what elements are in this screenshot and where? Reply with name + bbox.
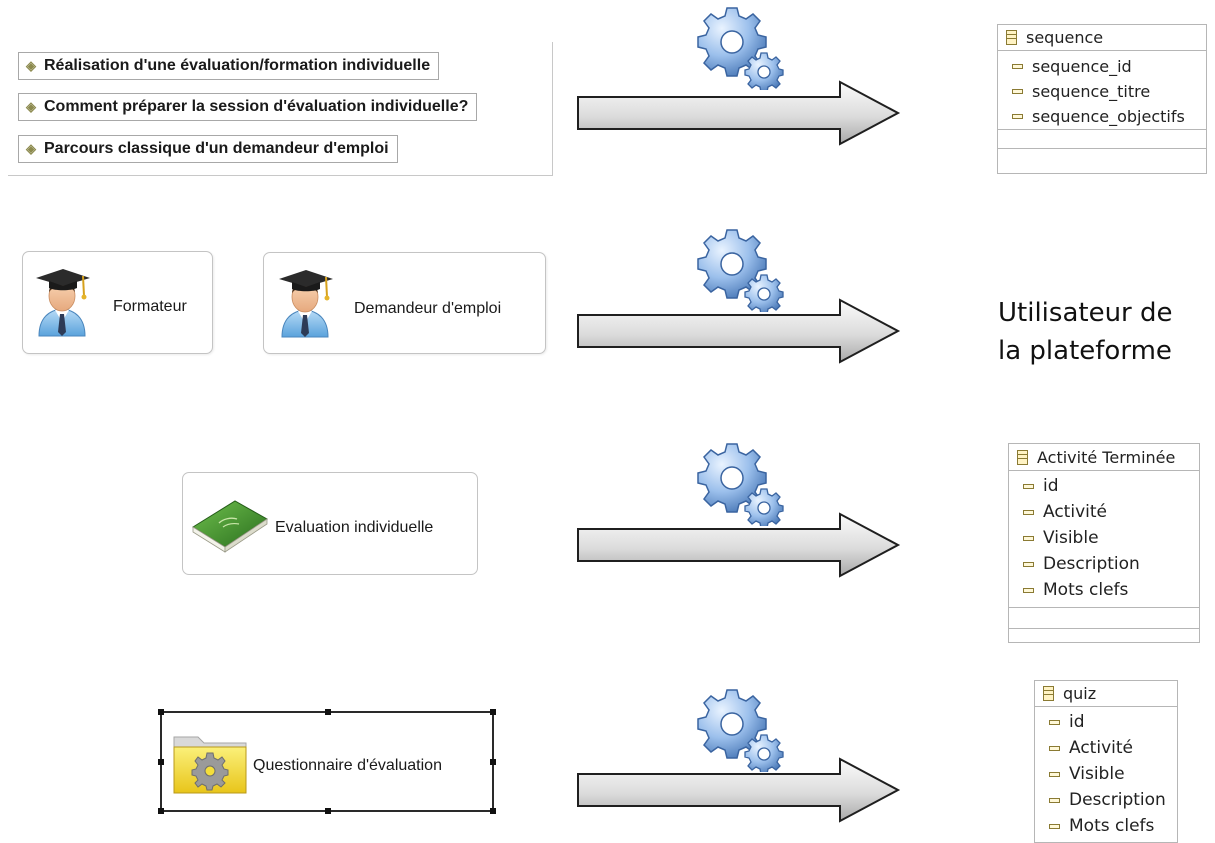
uml-compartment-divider [998,129,1206,148]
uml-attribute-label: id [1069,712,1085,732]
uml-attribute-label: sequence_id [1032,57,1132,76]
attribute-icon [1023,483,1034,489]
resize-handle[interactable] [325,709,331,715]
uml-attribute-label: sequence_objectifs [1032,107,1185,126]
attribute-icon [1023,587,1034,593]
class-icon [1006,30,1017,45]
right-arrow-icon [577,513,899,577]
uml-attribute: id [1009,473,1199,499]
graduate-user-icon [278,269,334,338]
uml-attribute-label: Mots clefs [1043,580,1129,600]
uml-attribute-label: Activité [1069,738,1133,758]
uml-attribute: Visible [1009,525,1199,551]
sequence-item[interactable]: ◈ Réalisation d'une évaluation/formation… [18,52,440,80]
diamond-bullet-icon: ◈ [26,141,36,156]
attribute-icon [1049,771,1060,777]
attribute-icon [1049,745,1060,751]
attribute-icon [1012,114,1023,119]
target-label-utilisateur: Utilisateur de la plateforme [998,294,1173,370]
uml-attribute: id [1035,709,1177,735]
uml-class-activite-terminee[interactable]: Activité Terminée id Activité Visible De… [1008,443,1200,643]
uml-attribute: Mots clefs [1035,813,1177,839]
uml-attribute: Description [1035,787,1177,813]
resize-handle[interactable] [490,709,496,715]
sequence-item-label: Réalisation d'une évaluation/formation i… [44,57,431,74]
gears-icon [697,7,784,90]
green-book-icon [192,500,268,553]
uml-attribute: sequence_id [998,54,1206,79]
class-icon [1017,449,1028,465]
uml-attribute-label: id [1043,476,1059,496]
sequence-item[interactable]: ◈ Comment préparer la session d'évaluati… [18,93,478,121]
attribute-icon [1049,823,1060,829]
right-arrow-icon [577,81,899,145]
sequence-item[interactable]: ◈ Parcours classique d'un demandeur d'em… [18,135,398,163]
uml-attribute: Mots clefs [1009,577,1199,603]
uml-attribute: Visible [1035,761,1177,787]
target-label-line: Utilisateur de [998,298,1173,328]
activity-card-evaluation[interactable]: Evaluation individuelle [182,472,478,575]
uml-class-name: sequence [1026,28,1104,47]
attribute-icon [1023,535,1034,541]
uml-compartment-divider [1009,628,1199,629]
uml-class-name: quiz [1063,684,1097,703]
uml-attribute: sequence_objectifs [998,104,1206,129]
uml-attribute-label: Visible [1069,764,1125,784]
target-label-line: la plateforme [998,336,1172,366]
uml-class-sequence[interactable]: sequence sequence_id sequence_titre sequ… [997,24,1207,174]
graduate-user-icon [35,268,91,337]
uml-attribute: Activité [1035,735,1177,761]
activity-label: Questionnaire d'évaluation [253,757,442,774]
resize-handle[interactable] [158,709,164,715]
resize-handle[interactable] [490,808,496,814]
attribute-icon [1012,89,1023,94]
diamond-bullet-icon: ◈ [26,58,36,73]
uml-attribute-label: Visible [1043,528,1099,548]
right-arrow-icon [577,299,899,363]
sequence-item-label: Parcours classique d'un demandeur d'empl… [44,140,389,157]
resize-handle[interactable] [325,808,331,814]
uml-attribute: Description [1009,551,1199,577]
sequence-item-label: Comment préparer la session d'évaluation… [44,98,469,115]
uml-attribute: Activité [1009,499,1199,525]
resize-handle[interactable] [158,759,164,765]
attribute-icon [1023,509,1034,515]
uml-attribute-label: Mots clefs [1069,816,1155,836]
uml-attribute: sequence_titre [998,79,1206,104]
attribute-icon [1049,719,1060,725]
sequence-list-panel: ◈ Réalisation d'une évaluation/formation… [8,42,553,176]
actor-label: Formateur [113,298,187,315]
actor-card-formateur[interactable]: Formateur [22,251,213,354]
attribute-icon [1023,561,1034,567]
actor-label: Demandeur d'emploi [354,300,502,317]
uml-class-quiz[interactable]: quiz id Activité Visible Description Mot… [1034,680,1178,843]
uml-compartment-divider [1009,607,1199,628]
activity-card-questionnaire[interactable]: Questionnaire d'évaluation [158,709,496,814]
uml-attribute-label: Activité [1043,502,1107,522]
uml-attribute-label: sequence_titre [1032,82,1151,101]
activity-label: Evaluation individuelle [275,519,434,536]
attribute-icon [1012,64,1023,69]
uml-attribute-label: Description [1043,554,1140,574]
diamond-bullet-icon: ◈ [26,99,36,114]
uml-compartment-divider [998,148,1206,149]
uml-class-name: Activité Terminée [1037,447,1176,467]
resize-handle[interactable] [158,808,164,814]
attribute-icon [1049,797,1060,803]
actor-card-demandeur[interactable]: Demandeur d'emploi [263,252,546,354]
class-icon [1043,686,1054,701]
uml-attribute-label: Description [1069,790,1166,810]
resize-handle[interactable] [490,759,496,765]
right-arrow-icon [577,758,899,822]
gear-folder-icon [173,736,247,794]
